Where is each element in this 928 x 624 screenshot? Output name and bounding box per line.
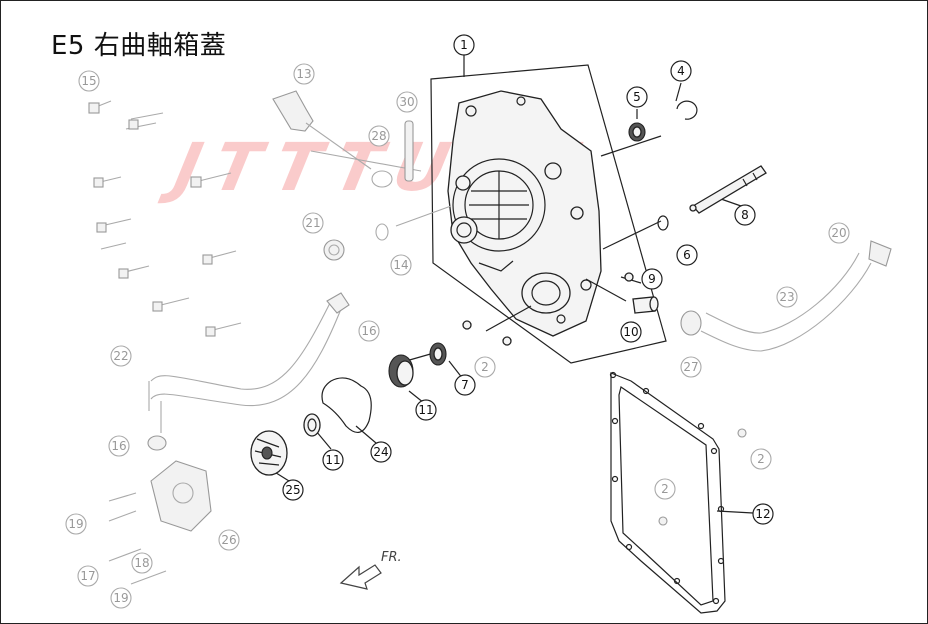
- shaft-part: [689, 165, 767, 214]
- callout-12: 12: [752, 503, 774, 525]
- svg-text:28: 28: [371, 129, 386, 143]
- svg-text:19: 19: [68, 517, 83, 531]
- callout-26: 26: [218, 529, 240, 551]
- svg-text:5: 5: [633, 90, 641, 104]
- callout-10: 10: [620, 321, 642, 343]
- svg-text:13: 13: [296, 67, 311, 81]
- svg-text:4: 4: [677, 64, 685, 78]
- svg-text:21: 21: [305, 216, 320, 230]
- svg-text:15: 15: [81, 74, 96, 88]
- secondary-parts: [88, 90, 892, 585]
- callout-16-upper: 16: [358, 320, 380, 342]
- callout-2-center: 2: [474, 356, 496, 378]
- callout-15: 15: [78, 70, 100, 92]
- callout-28: 28: [368, 125, 390, 147]
- front-direction-label: FR.: [381, 550, 402, 565]
- callout-2-right: 2: [750, 448, 772, 470]
- svg-text:25: 25: [285, 483, 300, 497]
- callout-6: 6: [676, 244, 698, 266]
- callout-25: 25: [282, 479, 304, 501]
- svg-text:11: 11: [418, 403, 433, 417]
- callout-7: 7: [454, 374, 476, 396]
- svg-text:12: 12: [755, 507, 770, 521]
- svg-text:30: 30: [399, 95, 414, 109]
- callout-8: 8: [734, 204, 756, 226]
- svg-text:2: 2: [481, 360, 489, 374]
- svg-text:2: 2: [661, 482, 669, 496]
- seal-and-circlip-parts: [624, 100, 698, 314]
- callout-2-gasket: 2: [654, 478, 676, 500]
- bearing-seal-parts: [303, 320, 512, 437]
- callout-11-upper: 11: [415, 399, 437, 421]
- callout-22: 22: [110, 345, 132, 367]
- svg-text:20: 20: [831, 226, 846, 240]
- svg-text:16: 16: [111, 439, 126, 453]
- callout-30: 30: [396, 91, 418, 113]
- front-direction-arrow: FR.: [339, 550, 402, 590]
- callout-1: 1: [453, 34, 475, 56]
- callout-21: 21: [302, 212, 324, 234]
- callout-17: 17: [77, 565, 99, 587]
- svg-text:26: 26: [221, 533, 236, 547]
- svg-text:7: 7: [461, 378, 469, 392]
- callout-11-lower: 11: [322, 449, 344, 471]
- callout-24: 24: [370, 441, 392, 463]
- callout-20: 20: [828, 222, 850, 244]
- svg-text:11: 11: [325, 453, 340, 467]
- callout-19-upper: 19: [65, 513, 87, 535]
- callout-9: 9: [641, 268, 663, 290]
- svg-text:19: 19: [113, 591, 128, 605]
- page-title: E5 右曲軸箱蓋: [51, 31, 227, 61]
- callout-18: 18: [131, 552, 153, 574]
- svg-text:8: 8: [741, 208, 749, 222]
- svg-text:17: 17: [80, 569, 95, 583]
- callout-19-lower: 19: [110, 587, 132, 609]
- svg-text:18: 18: [134, 556, 149, 570]
- svg-text:23: 23: [779, 290, 794, 304]
- svg-text:24: 24: [373, 445, 388, 459]
- svg-text:16: 16: [361, 324, 376, 338]
- impeller-part: [250, 430, 288, 476]
- svg-text:27: 27: [683, 360, 698, 374]
- svg-text:22: 22: [113, 349, 128, 363]
- callout-27: 27: [680, 356, 702, 378]
- callout-16-lower: 16: [108, 435, 130, 457]
- callout-4: 4: [670, 60, 692, 82]
- callout-23: 23: [776, 286, 798, 308]
- callout-5: 5: [626, 86, 648, 108]
- crankcase-cover-part: [430, 64, 667, 364]
- callout-14: 14: [390, 254, 412, 276]
- svg-text:10: 10: [623, 325, 638, 339]
- callout-13: 13: [293, 63, 315, 85]
- svg-text:1: 1: [460, 38, 468, 52]
- svg-text:9: 9: [648, 272, 656, 286]
- gasket-part: [609, 371, 747, 614]
- svg-text:2: 2: [757, 452, 765, 466]
- svg-text:14: 14: [393, 258, 408, 272]
- svg-text:6: 6: [683, 248, 691, 262]
